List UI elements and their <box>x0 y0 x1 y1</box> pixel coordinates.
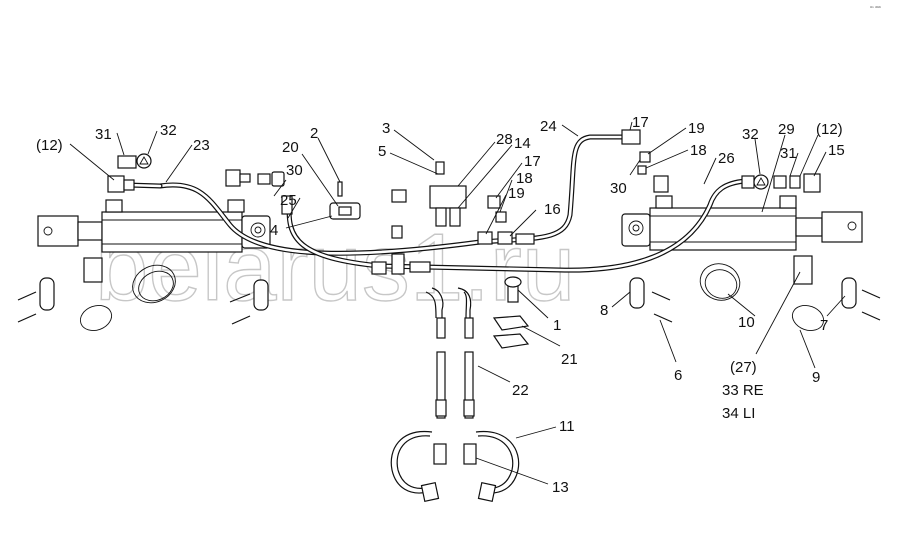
callout-4: 4 <box>270 222 278 239</box>
callout-28: 28 <box>496 131 513 148</box>
callouts: (12) 31 32 23 20 2 30 25 4 3 5 28 14 17 … <box>36 114 845 496</box>
callout-19-right: 19 <box>688 120 705 137</box>
center-lower-parts <box>425 276 530 419</box>
callout-32-left: 32 <box>160 122 177 139</box>
callout-10: 10 <box>738 314 755 331</box>
callout-15: 15 <box>828 142 845 159</box>
callout-31-left: 31 <box>95 126 112 143</box>
callout-21: 21 <box>561 351 578 368</box>
fittings <box>107 129 821 275</box>
callout-25: 25 <box>280 192 297 209</box>
bottom-chain-assembly <box>390 430 520 502</box>
callout-12-left: (12) <box>36 137 63 154</box>
callout-17-center: 17 <box>524 153 541 170</box>
callout-23: 23 <box>193 137 210 154</box>
left-loose-parts <box>17 257 269 331</box>
callout-3: 3 <box>382 120 390 137</box>
callout-34-li: 34 LI <box>722 405 755 422</box>
callout-20: 20 <box>282 139 299 156</box>
callout-8: 8 <box>600 302 608 319</box>
callout-14: 14 <box>514 135 531 152</box>
callout-26: 26 <box>718 150 735 167</box>
callout-5: 5 <box>378 143 386 160</box>
callout-6: 6 <box>674 367 682 384</box>
callout-27: (27) <box>730 359 757 376</box>
callout-29: 29 <box>778 121 795 138</box>
callout-2: 2 <box>310 125 318 142</box>
callout-19-center: 19 <box>508 185 525 202</box>
leader-lines <box>69 121 846 485</box>
callout-18-right: 18 <box>690 142 707 159</box>
callout-22: 22 <box>512 382 529 399</box>
callout-11: 11 <box>559 418 575 435</box>
callout-16: 16 <box>544 201 561 218</box>
callout-9: 9 <box>812 369 820 386</box>
right-cylinder <box>621 195 863 251</box>
callout-17-right: 17 <box>632 114 649 131</box>
callout-12-right: (12) <box>816 121 843 138</box>
callout-1: 1 <box>553 317 561 334</box>
callout-24: 24 <box>540 118 557 135</box>
callout-33-re: 33 RE <box>722 382 764 399</box>
hoses <box>125 134 748 273</box>
callout-13: 13 <box>552 479 569 496</box>
corner-mark: ᵃⁿ ᵃᵃᵃ <box>870 5 881 11</box>
callout-31-right: 31 <box>780 145 797 162</box>
callout-30-left: 30 <box>286 162 303 179</box>
left-cylinder <box>37 199 271 253</box>
right-loose-parts <box>629 255 881 331</box>
callout-30-right: 30 <box>610 180 627 197</box>
callout-32-right: 32 <box>742 126 759 143</box>
callout-7: 7 <box>820 317 828 334</box>
callout-18-center: 18 <box>516 170 533 187</box>
